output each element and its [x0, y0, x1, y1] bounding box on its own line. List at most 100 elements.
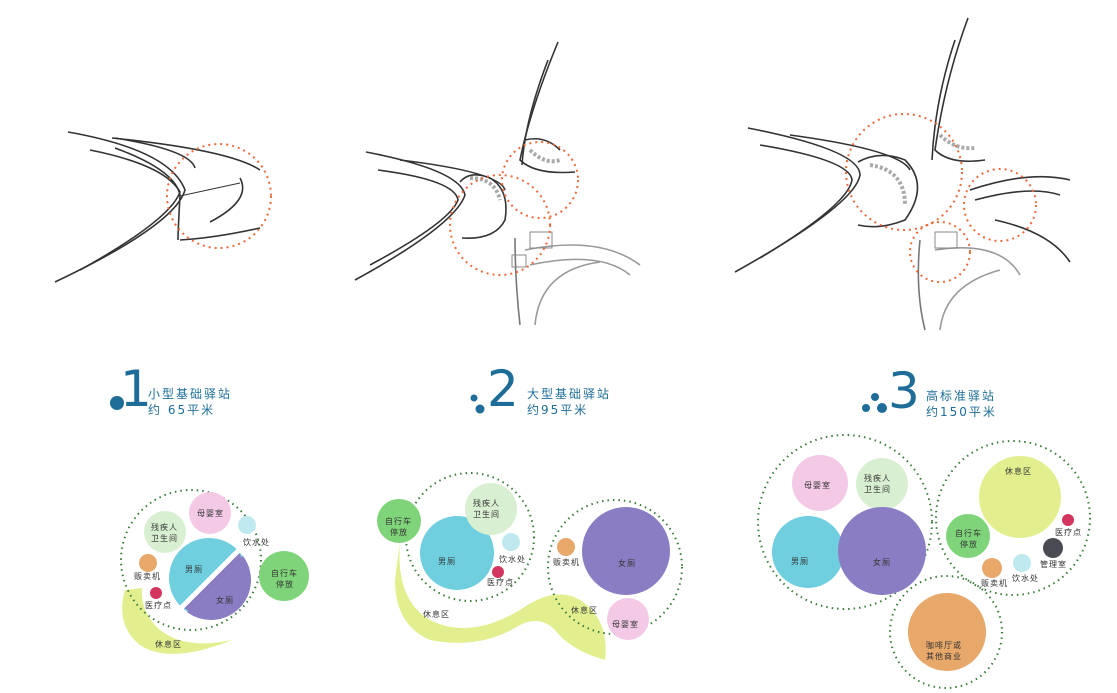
focus-circle	[449, 174, 551, 276]
label-medical: 医疗点	[487, 577, 514, 587]
divider	[175, 543, 246, 614]
label-bike-2: 停放	[276, 579, 294, 589]
station-number-2: 2	[487, 360, 519, 418]
road-curve	[54, 131, 186, 283]
label-female: 女厕	[216, 595, 234, 605]
station-area-1: 约 65平米	[148, 403, 216, 417]
pavilion	[511, 254, 527, 268]
pavilion	[529, 231, 553, 249]
male-toilet-bubble	[772, 516, 844, 588]
mother-baby-bubble	[189, 492, 231, 534]
label-male: 男厕	[791, 557, 809, 566]
vending-bubble	[982, 558, 1002, 578]
label-disabled-1: 残疾人	[151, 522, 178, 532]
station-area-3: 约150平米	[926, 405, 997, 419]
label-management: 管理室	[1040, 559, 1067, 569]
label-disabled-1: 残疾人	[864, 473, 891, 483]
label-disabled-2: 卫生间	[864, 484, 891, 494]
label-bike-2: 停放	[960, 539, 978, 549]
station-title-2: 大型基础驿站	[527, 387, 612, 401]
seating	[469, 176, 502, 201]
female-toilet-bubble	[582, 507, 670, 595]
station-title-1: 小型基础驿站	[148, 387, 233, 401]
road-curve	[179, 227, 261, 241]
road-curve	[857, 154, 919, 228]
road-curve	[521, 59, 549, 166]
number-dots	[110, 393, 887, 414]
disabled-toilet-bubble	[856, 458, 908, 510]
zone-boundary	[120, 489, 262, 631]
plan-2	[354, 41, 641, 326]
road-curve	[369, 169, 459, 266]
road-curve	[759, 144, 853, 259]
road-curve	[939, 269, 1001, 331]
road-curve	[519, 41, 576, 174]
focus-circle	[501, 141, 579, 219]
zone-boundary	[757, 434, 933, 610]
label-water: 饮水处	[1012, 573, 1039, 583]
label-mother-baby: 母婴室	[197, 508, 224, 518]
station-number-1: 1	[120, 360, 152, 418]
label-bike-2: 停放	[390, 527, 408, 537]
road-curve	[789, 134, 911, 171]
disabled-toilet-bubble	[144, 511, 186, 553]
label-mother-baby: 母婴室	[612, 619, 639, 629]
bike-bubble	[946, 514, 990, 558]
label-vending: 贩卖机	[981, 578, 1008, 588]
dot-icon	[475, 404, 485, 414]
label-female: 女厕	[873, 557, 891, 567]
zone-boundary	[889, 575, 1003, 689]
label-vending: 贩卖机	[553, 557, 580, 567]
road-curve	[931, 39, 956, 161]
label-disabled-1: 残疾人	[473, 498, 500, 508]
label-male: 男厕	[438, 557, 456, 566]
plan-1	[54, 131, 272, 283]
bubble-diagram-2: 男厕 残疾人 卫生间 饮水处 医疗点 自行车 停放 女厕 贩卖机 母婴室 休息区…	[377, 472, 683, 660]
cafe-bubble	[908, 593, 986, 671]
management-bubble	[1043, 538, 1063, 558]
station-number-3: 3	[888, 362, 920, 420]
dot-icon	[871, 393, 879, 401]
plan-3	[734, 17, 1071, 331]
dot-icon	[862, 404, 870, 412]
road-curve	[994, 219, 1071, 263]
road-curve	[459, 174, 507, 239]
label-male: 男厕	[185, 565, 203, 574]
bike-bubble	[377, 499, 421, 543]
female-toilet-bubble	[838, 507, 926, 595]
seating	[869, 163, 907, 206]
label-rest-2: 休息区	[571, 605, 598, 615]
road-curve	[79, 149, 181, 271]
label-medical: 医疗点	[145, 600, 172, 610]
dot-icon	[470, 394, 478, 402]
label-female: 女厕	[618, 558, 636, 568]
female-toilet-bubble	[187, 556, 251, 620]
label-mother-baby: 母婴室	[804, 480, 831, 490]
label-water: 饮水处	[499, 554, 526, 564]
road-curve	[734, 127, 861, 273]
focus-circle	[845, 113, 963, 231]
road-curve	[209, 177, 244, 223]
label-vending: 贩卖机	[134, 571, 161, 581]
bike-bubble	[259, 551, 309, 601]
water-bubble	[502, 533, 520, 551]
road-curve	[514, 237, 521, 326]
medical-bubble	[150, 587, 162, 599]
medical-bubble	[492, 566, 504, 578]
bubble-diagram-3: 母婴室 残疾人 卫生间 男厕 女厕 休息区 自行车 停放 医疗点 管理室 饮水处…	[757, 434, 1091, 689]
dot-icon	[877, 403, 887, 413]
mother-baby-bubble	[792, 455, 848, 511]
road-curve	[524, 137, 561, 151]
road-curve	[399, 159, 506, 191]
seating	[528, 148, 561, 164]
road-curve	[529, 258, 631, 276]
label-rest: 休息区	[423, 609, 450, 619]
male-toilet-bubble	[420, 516, 494, 590]
medical-bubble	[1062, 514, 1074, 526]
label-disabled-2: 卫生间	[151, 533, 178, 543]
zone-boundary	[935, 440, 1091, 596]
mother-baby-bubble	[607, 598, 649, 640]
rest-area-shape	[122, 588, 232, 654]
focus-circle	[166, 143, 272, 249]
